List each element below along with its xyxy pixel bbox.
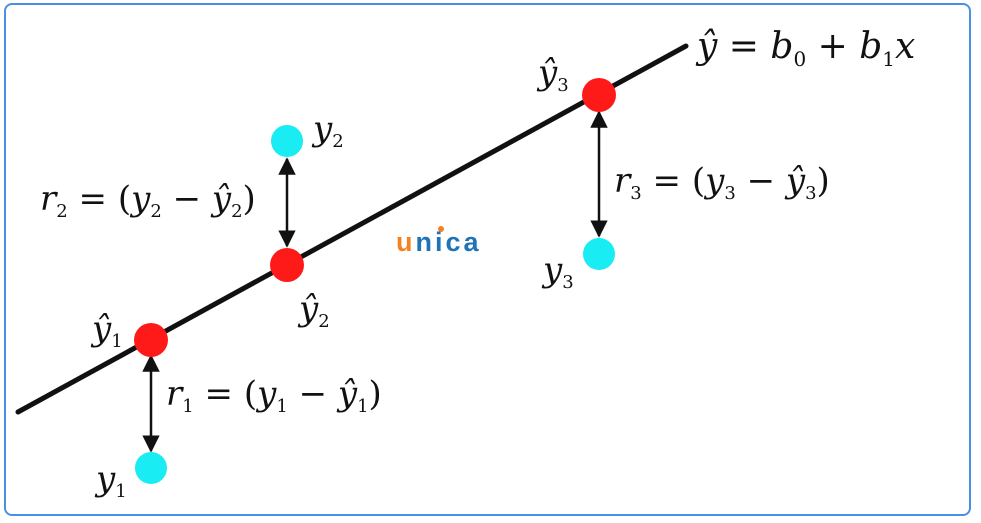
- predicted-label-2: ŷ2: [297, 289, 330, 332]
- predicted-point-3: [582, 78, 616, 112]
- observed-label-3: y3: [541, 250, 574, 293]
- residual-formula-2: r2 = (y2 − ŷ2): [40, 179, 256, 222]
- residual-formula-3: r3 = (y3 − ŷ3): [614, 161, 830, 204]
- unica-logo: unica: [396, 227, 482, 257]
- observed-label-1: y1: [94, 459, 127, 502]
- observed-label-2: y2: [311, 109, 344, 152]
- predicted-point-1: [134, 323, 168, 357]
- regression-equation: ŷ = b0 + b1x: [695, 26, 915, 71]
- regression-line: [15, 43, 689, 415]
- residual-formula-1: r1 = (y1 − ŷ1): [166, 374, 382, 417]
- observed-point-1: [135, 452, 167, 484]
- observed-point-2: [271, 125, 303, 157]
- predicted-label-1: ŷ1: [90, 309, 123, 352]
- predicted-label-3: ŷ3: [536, 53, 569, 96]
- predicted-point-2: [270, 248, 304, 282]
- unica-logo-dot: [438, 226, 444, 232]
- diagram-frame: [4, 3, 971, 516]
- observed-point-3: [583, 238, 615, 270]
